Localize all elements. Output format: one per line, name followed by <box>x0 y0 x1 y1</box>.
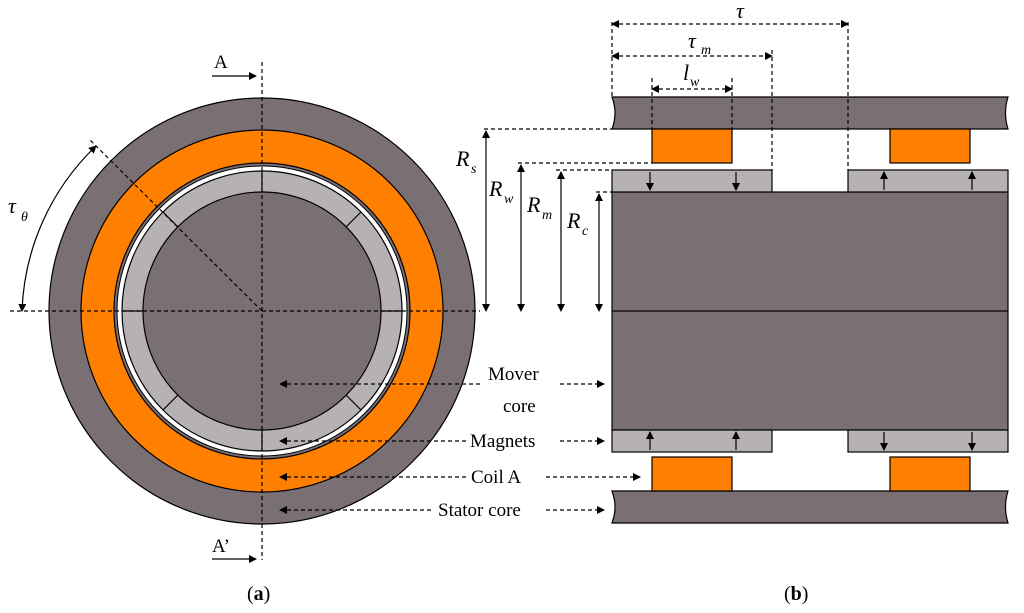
svg-text:R: R <box>526 192 541 217</box>
coil-bottom-right <box>889 456 971 492</box>
stator-core-bottom <box>611 490 1009 524</box>
svg-text:s: s <box>471 162 477 177</box>
callout-labels: Mover core Magnets Coil A Stator core <box>438 364 641 521</box>
svg-text:m: m <box>542 208 552 223</box>
coil-a-label: Coil A <box>471 467 521 488</box>
mover-core-label-line2: core <box>503 396 536 417</box>
svg-text:c: c <box>582 224 589 239</box>
rw-symbol: R w <box>488 176 514 207</box>
svg-text:τ: τ <box>688 28 697 53</box>
svg-text:A: A <box>214 52 228 73</box>
magnet-top-right <box>847 169 1009 193</box>
mover-core-label: Mover <box>488 364 539 385</box>
svg-text:τ: τ <box>8 193 17 218</box>
svg-text:l: l <box>683 60 689 85</box>
svg-text:A’: A’ <box>212 536 230 557</box>
rc-symbol: R c <box>566 208 589 239</box>
magnet-bottom-right <box>847 429 1009 453</box>
svg-text:w: w <box>690 75 700 90</box>
section-marker-a-prime: A’ <box>212 536 257 563</box>
dimension-symbols: τ τ m l w R s R w R m R c <box>455 0 745 239</box>
stator-core-label: Stator core <box>438 500 521 521</box>
stator-core-top <box>611 96 1009 130</box>
tau-theta-arc <box>18 145 97 312</box>
pole-pitch-radial-line <box>89 139 263 312</box>
longitudinal-view <box>611 96 1009 524</box>
svg-text:τ: τ <box>736 0 745 23</box>
tau-theta-symbol: τ θ <box>8 193 28 225</box>
rs-symbol: R s <box>455 146 477 177</box>
coil-top-right <box>889 128 971 164</box>
rm-symbol: R m <box>526 192 552 223</box>
caption-a: (a) <box>247 583 270 605</box>
svg-text:R: R <box>566 208 581 233</box>
svg-text:m: m <box>701 43 711 58</box>
dimension-lines <box>482 20 849 312</box>
cross-section-view: τ θ A A’ <box>8 52 482 563</box>
tau-symbol: τ <box>736 0 745 23</box>
magnets-label: Magnets <box>470 431 535 452</box>
svg-text:w: w <box>504 192 514 207</box>
tau-m-symbol: τ m <box>688 28 711 58</box>
magnet-top-left <box>611 169 773 193</box>
lw-symbol: l w <box>683 60 700 90</box>
caption-b: (b) <box>784 583 808 605</box>
magnet-bottom-left <box>611 429 773 453</box>
coil-bottom-left <box>651 456 733 492</box>
coil-top-left <box>651 128 733 164</box>
section-marker-a: A <box>212 52 257 80</box>
svg-text:R: R <box>455 146 470 171</box>
svg-text:R: R <box>488 176 503 201</box>
magnetization-arrows <box>646 171 976 451</box>
svg-text:θ: θ <box>21 210 28 225</box>
